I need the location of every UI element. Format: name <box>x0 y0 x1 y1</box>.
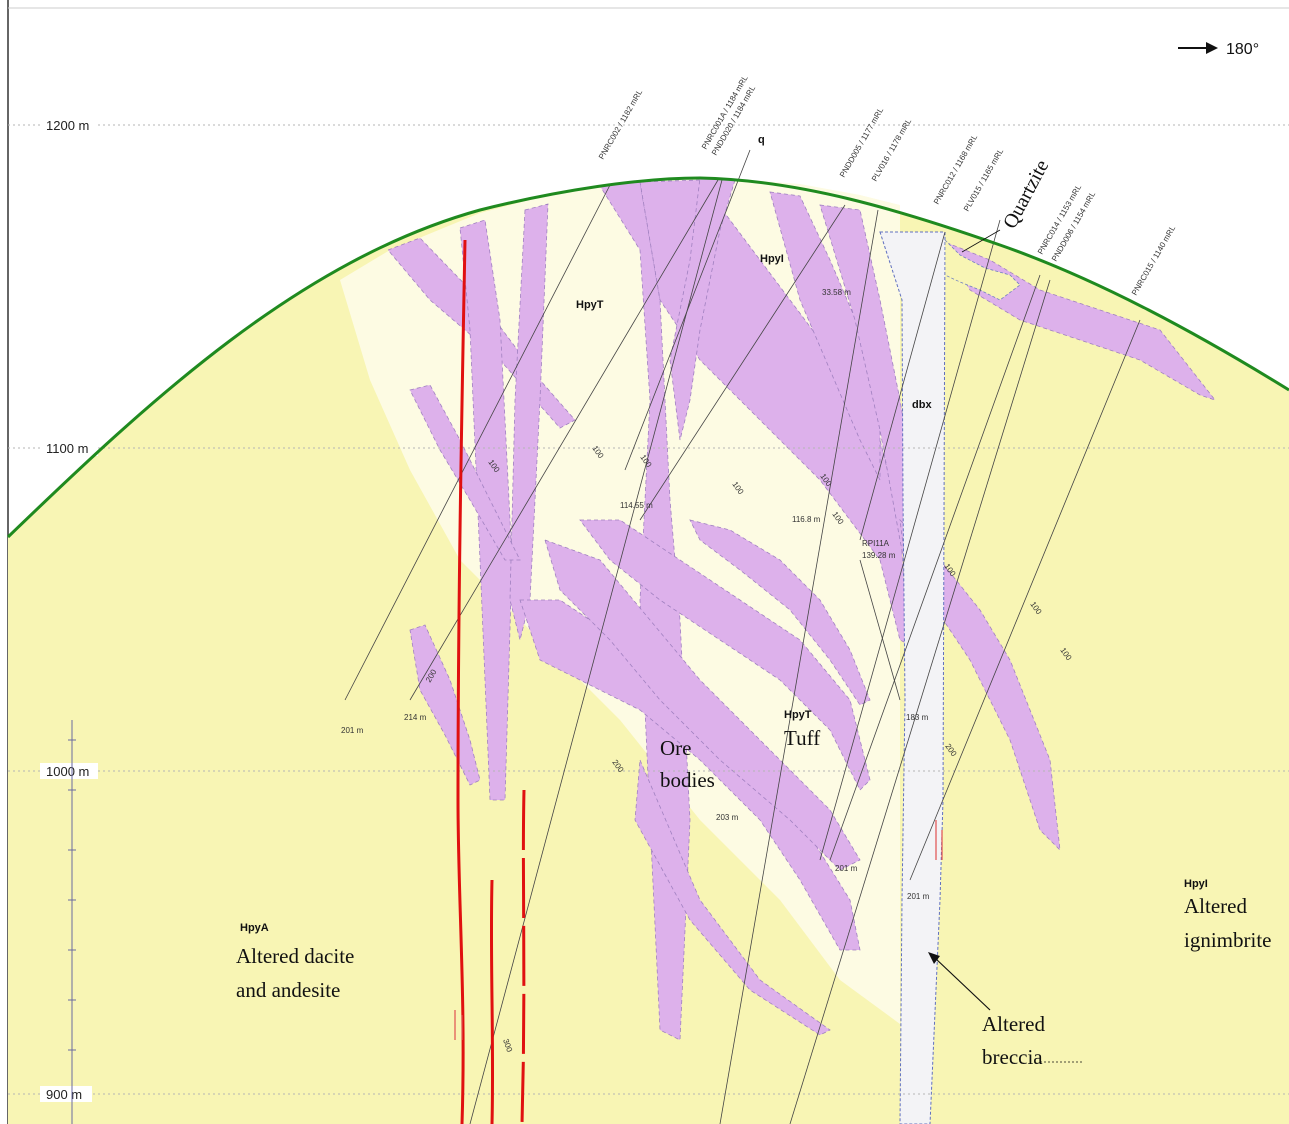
collar-plv015: PLV015 / 1165 mRL <box>962 147 1005 213</box>
breccia-leader <box>934 957 991 1011</box>
elev-label-1100: 1100 m <box>46 441 88 456</box>
hole-rpi11a: RPI11A <box>862 539 890 548</box>
ore-lens-7 <box>769 191 881 481</box>
depth-33m: 33.58 m <box>822 288 851 297</box>
unit-hpyt-upper: HpyT <box>576 299 604 311</box>
q-label: q <box>758 134 765 146</box>
direction-arrow-head <box>1206 42 1218 54</box>
trace-rp <box>859 559 901 701</box>
depth-201m-a: 201 m <box>341 726 364 735</box>
elev-label-1200: 1200 m <box>46 118 89 133</box>
trace-pndd020 <box>469 179 723 1124</box>
unit-tuff: Tuff <box>784 726 820 750</box>
ore-lens-12 <box>544 539 861 871</box>
trace-plv015 <box>819 219 1001 861</box>
unit-labels: HpyT HpyI dbx HpyT Tuff Ore bodies HpyA … <box>236 134 1272 1069</box>
trace-pnrc015 <box>909 319 1141 881</box>
ore-lens-16 <box>409 624 481 786</box>
trace-q <box>624 149 751 471</box>
ignimbrite-label-line1: Altered <box>1184 894 1247 918</box>
ore-label-line2: bodies <box>660 768 715 792</box>
quartzite-cap <box>944 239 1021 301</box>
direction-label: 180° <box>1226 41 1259 58</box>
ore-lens-17 <box>409 384 521 561</box>
collar-pnrc002: PNRC002 / 1182 mRL <box>597 88 645 161</box>
ore-label-line1: Ore <box>660 736 691 760</box>
collar-plv016: PLV016 / 1178 mRL <box>870 117 913 183</box>
fault-motion-marks <box>454 820 943 1040</box>
depth-201m-c: 201 m <box>907 892 930 901</box>
unit-hpyi-right: HpyI <box>1184 878 1208 890</box>
faults <box>456 239 526 1124</box>
trace-pnrc012 <box>859 231 946 541</box>
depth-116m: 116.8 m <box>792 515 821 524</box>
elev-bg-1000 <box>40 763 98 779</box>
elevation-labels: 1200 m 1100 m 1000 m 900 m <box>40 117 98 1102</box>
trace-pnrc014 <box>829 274 1041 861</box>
depth-201m-b: 201 m <box>835 864 858 873</box>
quartzite-leader <box>961 229 1001 253</box>
ore-lens-3 <box>509 203 549 641</box>
trace-pnrc002 <box>344 184 611 701</box>
breccia-dike <box>879 231 946 1124</box>
unit-dbx: dbx <box>912 399 932 411</box>
fault-1 <box>456 239 467 1124</box>
quartzite-label: Quartzite <box>999 156 1053 232</box>
unit-hpya: HpyA <box>240 922 269 934</box>
trace-pnrc001a <box>409 179 719 701</box>
topography-line <box>6 176 1289 539</box>
depth-300: 300 <box>501 1038 514 1054</box>
scale-ticks <box>68 720 76 1124</box>
unit-hpyi-upper: HpyI <box>760 253 784 265</box>
elev-bg-1200 <box>40 117 98 133</box>
elev-label-900: 900 m <box>46 1087 82 1102</box>
dacite-label-line1: Altered dacite <box>236 944 354 968</box>
leader-lines <box>928 229 1082 1063</box>
trace-plv016 <box>719 209 879 1124</box>
depth-214m: 214 m <box>404 713 427 722</box>
fault-3 <box>520 789 526 1124</box>
trace-pndd006 <box>789 279 1051 1124</box>
direction-indicator: 180° <box>1178 41 1259 58</box>
breccia-label-line2: breccia <box>982 1045 1043 1069</box>
trace-pndd005 <box>639 204 846 521</box>
ignimbrite-label-line2: ignimbrite <box>1184 928 1272 952</box>
drillhole-traces <box>344 149 1141 1124</box>
ore-lens-14 <box>634 759 831 1036</box>
ore-lens-6 <box>669 177 736 441</box>
elev-bg-900 <box>40 1086 92 1102</box>
fault-2 <box>489 879 495 1124</box>
depth-203m: 203 m <box>716 813 739 822</box>
elev-bg-1100 <box>40 440 98 456</box>
depth-139m: 139.28 m <box>862 551 896 560</box>
ore-lens-15 <box>689 519 871 706</box>
ore-lens-13 <box>579 519 871 791</box>
breccia-label-line1: Altered <box>982 1012 1045 1036</box>
elevation-grid <box>8 124 1289 1095</box>
elev-label-1000: 1000 m <box>46 764 89 779</box>
unit-hpyt-lower: HpyT <box>784 709 812 721</box>
depth-114m: 114.55 m <box>620 501 653 510</box>
collar-pnrc015: PNRC015 / 1140 mRL <box>1130 224 1178 297</box>
breccia-leader-head <box>928 952 940 964</box>
depth-183m: 183 m <box>906 713 929 722</box>
dacite-label-line2: and andesite <box>236 978 340 1002</box>
